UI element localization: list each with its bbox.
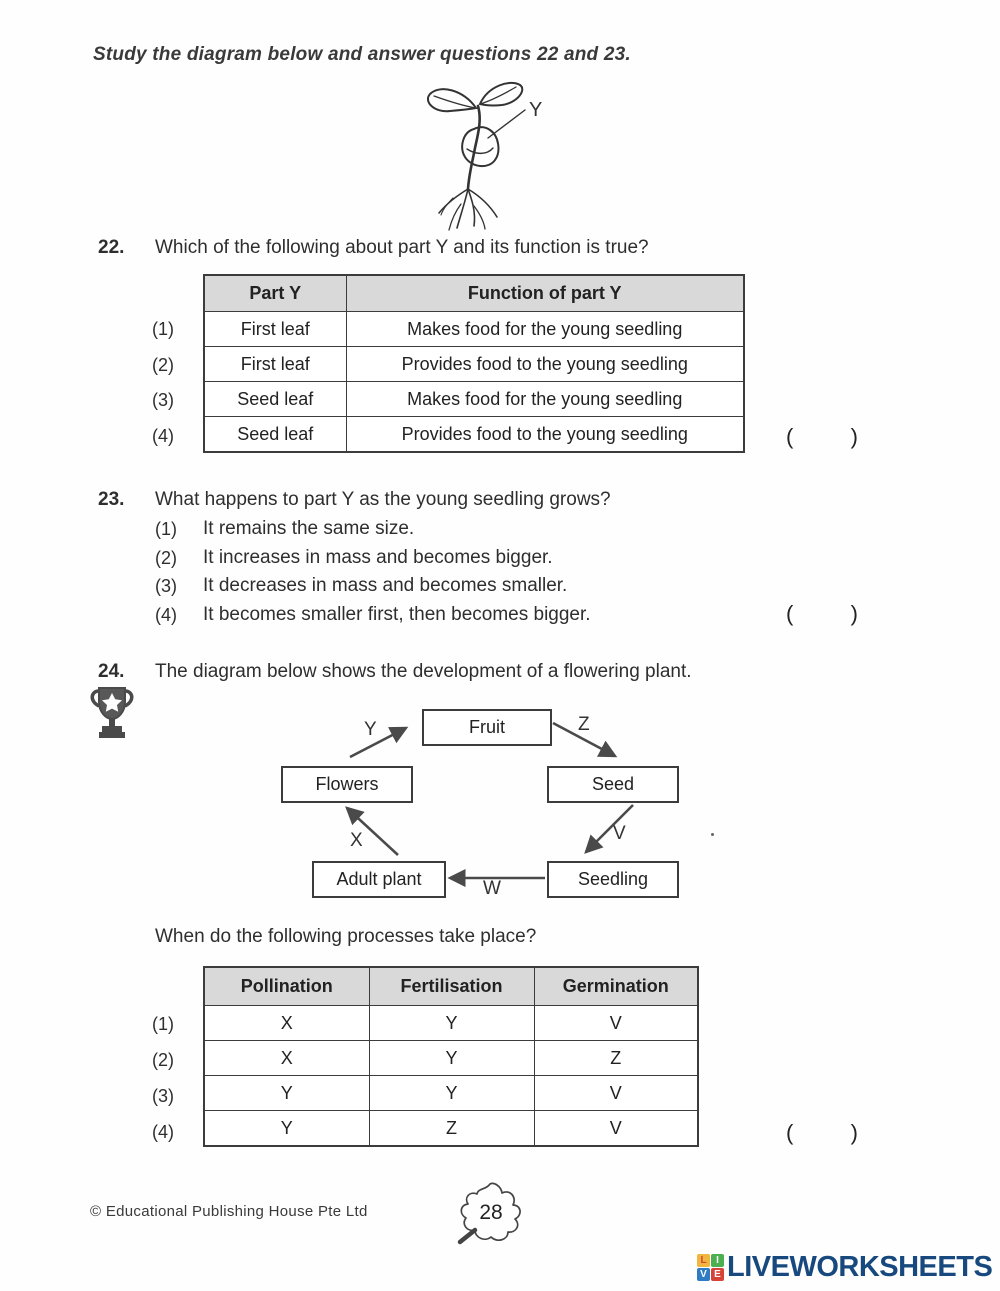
- q22-cell-function: Provides food to the young seedling: [345, 346, 745, 382]
- q23-option-label: (2): [155, 548, 177, 568]
- page-number-leaf: 28: [450, 1179, 530, 1251]
- table-row: Y Y V: [203, 1075, 699, 1111]
- q22-col-header-function: Function of part Y: [345, 274, 745, 312]
- q23-option-label: (4): [155, 605, 177, 625]
- paren-close: ): [850, 601, 858, 626]
- q22-option-label: (1): [152, 319, 174, 339]
- seedling-illustration: Y: [427, 81, 542, 231]
- q24-option-label: (2): [152, 1050, 174, 1070]
- cycle-node-fruit: Fruit: [422, 709, 552, 746]
- table-row: First leaf Makes food for the young seed…: [203, 311, 745, 347]
- paren-open: (: [786, 601, 794, 626]
- q24-cell: Y: [203, 1110, 370, 1147]
- q23-option-text: It becomes smaller first, then becomes b…: [203, 604, 591, 625]
- q24-processes-table: Pollination Fertilisation Germination X …: [203, 966, 699, 1147]
- paren-open: (: [786, 424, 794, 449]
- q24-col-header-fertilisation: Fertilisation: [368, 966, 535, 1006]
- q22-answer-parens[interactable]: ( ): [786, 424, 858, 450]
- q24-option-label: (1): [152, 1014, 174, 1034]
- q24-number: 24.: [98, 661, 125, 682]
- q22-col-header-part: Part Y: [203, 274, 347, 312]
- brand-block-i: I: [711, 1254, 724, 1267]
- brand-wordmark: LIVEWORKSHEETS: [727, 1251, 993, 1283]
- table-row: Y Z V: [203, 1110, 699, 1147]
- q22-option-label: (2): [152, 355, 174, 375]
- q23-option-label: (3): [155, 576, 177, 596]
- q24-cell: Z: [368, 1110, 535, 1147]
- q23-option-text: It decreases in mass and becomes smaller…: [203, 575, 568, 596]
- q23-answer-parens[interactable]: ( ): [786, 601, 858, 627]
- q24-answer-parens[interactable]: ( ): [786, 1120, 858, 1146]
- q22-cell-part: First leaf: [203, 346, 347, 382]
- q24-cell: V: [533, 1075, 699, 1111]
- table-row: Seed leaf Makes food for the young seedl…: [203, 381, 745, 417]
- q24-cell: Y: [368, 1075, 535, 1111]
- q24-cell: Z: [533, 1040, 699, 1076]
- trophy-icon: [88, 684, 136, 746]
- q23-option-label: (1): [155, 519, 177, 539]
- brand-block-l: L: [697, 1254, 710, 1267]
- q24-cell: X: [203, 1005, 370, 1041]
- q22-option-label: (3): [152, 390, 174, 410]
- q24-cell: Y: [368, 1005, 535, 1041]
- table-row: Seed leaf Provides food to the young see…: [203, 416, 745, 453]
- q22-options-table: Part Y Function of part Y First leaf Mak…: [203, 274, 745, 453]
- q22-option-label: (4): [152, 426, 174, 446]
- cycle-node-flowers: Flowers: [281, 766, 413, 803]
- table-row: First leaf Provides food to the young se…: [203, 346, 745, 382]
- q22-cell-part: Seed leaf: [203, 416, 347, 453]
- scan-speck: [711, 833, 714, 836]
- seedling-diagram: Y: [398, 76, 573, 234]
- paren-open: (: [786, 1120, 794, 1145]
- q22-cell-function: Provides food to the young seedling: [345, 416, 745, 453]
- q24-col-header-germination: Germination: [533, 966, 699, 1006]
- paren-close: ): [850, 424, 858, 449]
- q24-cell: Y: [368, 1040, 535, 1076]
- cycle-arrows: [345, 721, 634, 888]
- table-row: X Y Z: [203, 1040, 699, 1076]
- arrow-label-v: V: [613, 823, 626, 844]
- q23-option-text: It remains the same size.: [203, 518, 415, 539]
- cycle-node-adult-plant: Adult plant: [312, 861, 446, 898]
- instruction-text: Study the diagram below and answer quest…: [93, 44, 631, 65]
- cycle-node-seedling: Seedling: [547, 861, 679, 898]
- q24-cell: V: [533, 1110, 699, 1147]
- q22-number: 22.: [98, 237, 125, 258]
- q24-option-label: (4): [152, 1122, 174, 1142]
- q22-cell-function: Makes food for the young seedling: [345, 311, 745, 347]
- table-row: X Y V: [203, 1005, 699, 1041]
- liveworksheets-logo[interactable]: L I V E LIVEWORKSHEETS: [697, 1251, 993, 1284]
- q23-text: What happens to part Y as the young seed…: [155, 489, 611, 510]
- q24-col-header-pollination: Pollination: [203, 966, 370, 1006]
- liveworksheets-blocks-icon: L I V E: [697, 1254, 724, 1281]
- q24-option-label: (3): [152, 1086, 174, 1106]
- q24-cell: Y: [203, 1075, 370, 1111]
- brand-block-v: V: [697, 1268, 710, 1281]
- q22-cell-function: Makes food for the young seedling: [345, 381, 745, 417]
- q22-cell-part: Seed leaf: [203, 381, 347, 417]
- q24-cell: V: [533, 1005, 699, 1041]
- q23-number: 23.: [98, 489, 125, 510]
- arrow-label-w: W: [483, 878, 501, 899]
- q22-cell-part: First leaf: [203, 311, 347, 347]
- q22-text: Which of the following about part Y and …: [155, 237, 649, 258]
- copyright-text: © Educational Publishing House Pte Ltd: [90, 1203, 368, 1220]
- q24-cell: X: [203, 1040, 370, 1076]
- paren-close: ): [850, 1120, 858, 1145]
- brand-block-e: E: [711, 1268, 724, 1281]
- arrow-label-y: Y: [364, 719, 377, 740]
- arrow-label-z: Z: [578, 714, 590, 735]
- seedling-label-y: Y: [529, 99, 542, 121]
- q24-sub-question: When do the following processes take pla…: [155, 926, 537, 947]
- page-number: 28: [479, 1201, 502, 1224]
- q23-option-text: It increases in mass and becomes bigger.: [203, 547, 553, 568]
- q24-text: The diagram below shows the development …: [155, 661, 692, 682]
- cycle-node-seed: Seed: [547, 766, 679, 803]
- arrow-label-x: X: [350, 830, 363, 851]
